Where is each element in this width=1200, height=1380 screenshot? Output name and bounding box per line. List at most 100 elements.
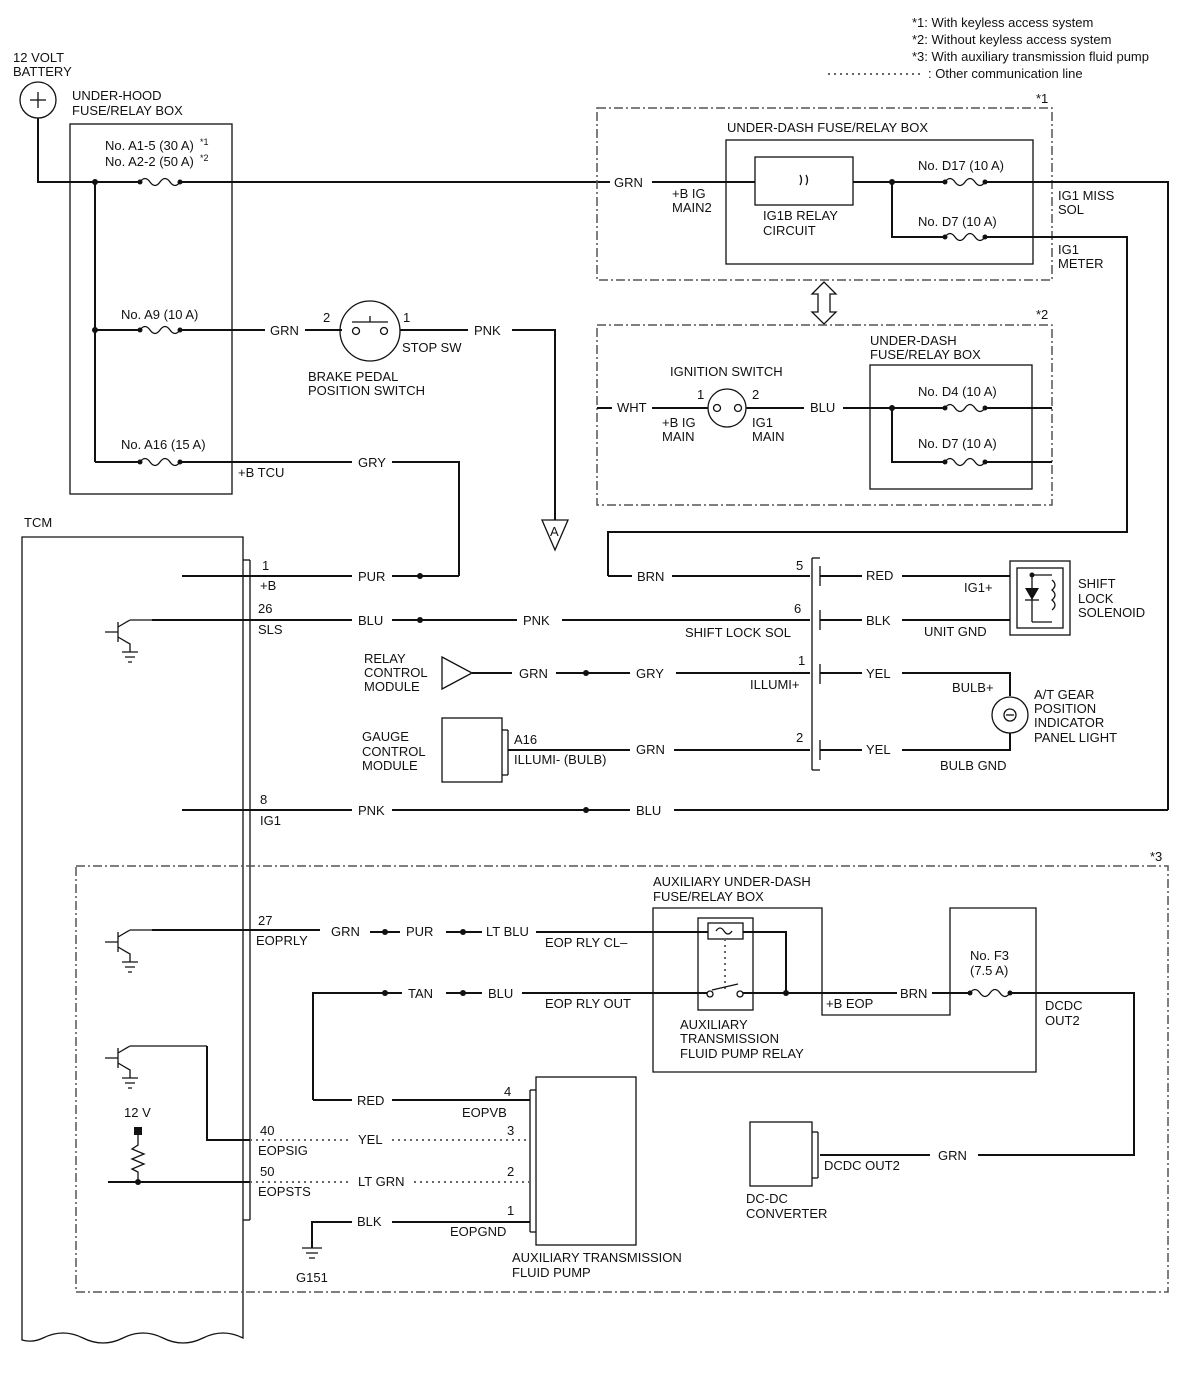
sl-pin-6: 6 [794, 601, 801, 616]
transistor-eoprly-icon [105, 929, 152, 973]
legend-note-2: *2: Without keyless access system [912, 32, 1111, 47]
btcu-label: +B TCU [238, 465, 284, 480]
gauge-control-module: GAUGE CONTROL MODULE A16 ILLUMI- (BULB) [362, 717, 606, 783]
fuse-d7-label-v2: No. D7 (10 A) [918, 436, 997, 451]
variant-2-mark: *2 [1036, 307, 1048, 322]
ig1-plus-label: IG1+ [964, 580, 993, 595]
wire-color-grn-dcdc: GRN [938, 1148, 967, 1163]
dcdc-converter: DCDC OUT2 DC-DC CONVERTER [746, 1121, 900, 1221]
pump-pin-4: 4 [504, 1084, 511, 1099]
battery-label-1: 12 VOLT [13, 50, 64, 65]
pump-pin-3: 3 [507, 1123, 514, 1138]
relay-coil-icon [799, 174, 809, 186]
dcdc-out2-label-1: DCDC [1045, 998, 1083, 1013]
out-ig1meter-label-1: IG1 [1058, 242, 1079, 257]
fuse-d7-label-v1: No. D7 (10 A) [918, 214, 997, 229]
sl-pin-1: 1 [798, 653, 805, 668]
gear-light-label-2: POSITION [1034, 701, 1096, 716]
tcm-pin-1-name: +B [260, 578, 276, 593]
tcm-pin-27: 27 [258, 913, 272, 928]
gauge-label-1: GAUGE [362, 729, 409, 744]
fuse-a9-symbol [139, 325, 181, 335]
gear-light-label-3: INDICATOR [1034, 715, 1104, 730]
wire-color-blu-p26: BLU [358, 613, 383, 628]
brake-pin-2: 2 [323, 310, 330, 325]
relay-control-module: RELAY CONTROL MODULE [364, 651, 474, 694]
gauge-pin-name: ILLUMI- (BULB) [514, 752, 606, 767]
wire-color-blu-p8: BLU [636, 803, 661, 818]
wire-color-grn-rcm: GRN [519, 666, 548, 681]
ground-g151-icon: G151 [296, 1247, 328, 1285]
shift-lock-sol-label: SHIFT LOCK SOL [685, 625, 791, 640]
indicator-panel-light: A/T GEAR POSITION INDICATOR PANEL LIGHT [991, 687, 1117, 745]
underdash-box-2-title-1: UNDER-DASH [870, 333, 957, 348]
gauge-label-2: CONTROL [362, 744, 426, 759]
out-ig1miss-label-2: SOL [1058, 202, 1084, 217]
tcm-pin-27-name: EOPRLY [256, 933, 308, 948]
solenoid-label-1: SHIFT [1078, 576, 1116, 591]
wire-color-yel-illumi: YEL [866, 666, 891, 681]
underdash-box-1-outline [725, 139, 1034, 265]
wire-color-pnk-p26: PNK [523, 613, 550, 628]
legend-note-3: *3: With auxiliary transmission fluid pu… [912, 49, 1149, 64]
wire-color-grn-a9: GRN [270, 323, 299, 338]
fuse-d4-label: No. D4 (10 A) [918, 384, 997, 399]
fuse-d4-symbol [944, 403, 986, 413]
battery-main-wire [37, 118, 140, 183]
fuse-d7-symbol-v2 [944, 457, 986, 467]
ignition-switch-title: IGNITION SWITCH [670, 364, 783, 379]
pullup-resistor-icon [130, 1127, 146, 1182]
legend: *1: With keyless access system *2: Witho… [828, 15, 1149, 81]
eopvb-label: EOPVB [462, 1105, 507, 1120]
fuse-d17-label: No. D17 (10 A) [918, 158, 1004, 173]
aux-box-title-2: FUSE/RELAY BOX [653, 889, 764, 904]
underhood-title-2: FUSE/RELAY BOX [72, 103, 183, 118]
eop-rly-out-label: EOP RLY OUT [545, 996, 631, 1011]
legend-other-line: : Other communication line [928, 66, 1083, 81]
variant-3-mark: *3 [1150, 849, 1162, 864]
wire-color-brn-beop: BRN [900, 986, 927, 1001]
ig1-miss-sol-wire [985, 181, 1169, 810]
wire-color-grn-main: GRN [614, 175, 643, 190]
ground-g151-label: G151 [296, 1270, 328, 1285]
tcm-pin-50: 50 [260, 1164, 274, 1179]
converter-label-1: DC-DC [746, 1191, 788, 1206]
variant-1-outline [596, 107, 1053, 281]
aux-fluid-pump: 4 EOPVB 3 2 1 EOPGND AUXILIARY TRANSMISS… [450, 1076, 682, 1280]
variant-2-outline [596, 324, 1053, 506]
converter-label-2: CONVERTER [746, 1206, 827, 1221]
out-ig1miss-label-1: IG1 MISS [1058, 188, 1115, 203]
bulb-gnd-label: BULB GND [940, 758, 1006, 773]
aux-relay-label-2: TRANSMISSION [680, 1031, 779, 1046]
fuse-a15-symbol [139, 177, 181, 187]
pump-label-1: AUXILIARY TRANSMISSION [512, 1250, 682, 1265]
illumi-plus-label: ILLUMI+ [750, 677, 800, 692]
fuse-f3-label-1: No. F3 [970, 948, 1009, 963]
tcm-12v-label: 12 V [124, 1105, 151, 1120]
wire-color-blk-gnd: BLK [357, 1214, 382, 1229]
shift-lock-solenoid: SHIFT LOCK SOLENOID [1009, 560, 1145, 636]
wire-color-ltblu-p27: LT BLU [486, 924, 529, 939]
wire-color-gry-rcm: GRY [636, 666, 664, 681]
fuse-f3-symbol [969, 988, 1011, 998]
connector-a: A [541, 519, 569, 552]
dcdc-out2-pin-label: DCDC OUT2 [824, 1158, 900, 1173]
battery: 12 VOLT BATTERY [13, 50, 72, 119]
fuse-a22-label: No. A2-2 (50 A) [105, 154, 194, 169]
gauge-pin: A16 [514, 732, 537, 747]
sl-pin-5: 5 [796, 558, 803, 573]
unit-gnd-label: UNIT GND [924, 624, 987, 639]
aux-box-outline [652, 907, 1037, 1073]
underhood-title-1: UNDER-HOOD [72, 88, 162, 103]
wire-color-red-sl: RED [866, 568, 893, 583]
wire-color-pur-p27: PUR [406, 924, 433, 939]
main2-label-1: +B IG [672, 186, 706, 201]
ign-main-label-1: +B IG [662, 415, 696, 430]
eop-rly-cl-label: EOP RLY CL– [545, 935, 628, 950]
ig1b-relay-box [754, 156, 854, 206]
solenoid-label-2: LOCK [1078, 591, 1114, 606]
coil-icon [1050, 579, 1056, 611]
battery-label-2: BATTERY [13, 64, 72, 79]
underdash-box-2-title-2: FUSE/RELAY BOX [870, 347, 981, 362]
eopgnd-label: EOPGND [450, 1224, 506, 1239]
